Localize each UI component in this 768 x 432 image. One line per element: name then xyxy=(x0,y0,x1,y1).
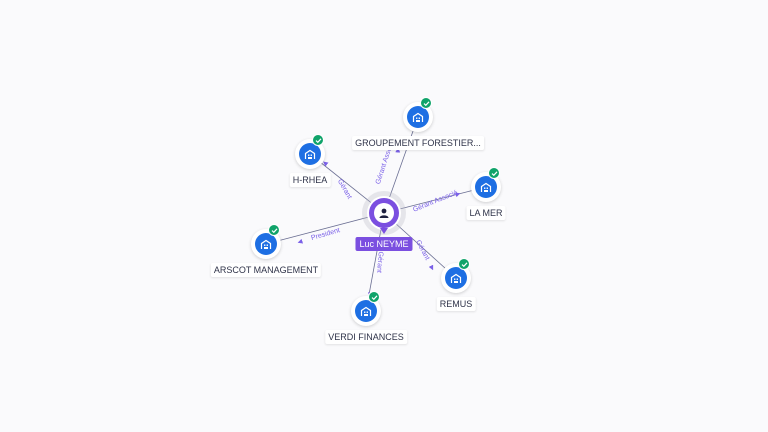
verified-check-icon xyxy=(312,134,324,146)
verified-check-icon xyxy=(268,224,280,236)
company-label[interactable]: ARSCOT MANAGEMENT xyxy=(210,263,322,277)
verified-check-icon xyxy=(420,97,432,109)
company-icon xyxy=(360,306,372,316)
company-node-circle[interactable] xyxy=(471,167,501,202)
person-icon xyxy=(379,208,389,218)
company-icon xyxy=(480,182,492,192)
company-label[interactable]: LA MER xyxy=(466,206,506,220)
company-node-circle[interactable] xyxy=(403,97,433,132)
company-label[interactable]: GROUPEMENT FORESTIER... xyxy=(352,136,484,150)
edge-label-arscot: President xyxy=(310,227,340,242)
company-icon xyxy=(304,149,316,159)
company-node-circle[interactable] xyxy=(251,224,281,259)
company-icon xyxy=(450,273,462,283)
edge-label-verdi: Gérant xyxy=(375,251,384,273)
company-label[interactable]: VERDI FINANCES xyxy=(325,330,407,344)
center-pointer xyxy=(380,228,388,234)
edge-arrow-arscot xyxy=(297,238,304,244)
verified-check-icon xyxy=(488,167,500,179)
center-person-node[interactable] xyxy=(369,198,399,228)
edge-label-lamer: Gérant Associé xyxy=(412,189,459,213)
verified-check-icon xyxy=(368,291,380,303)
edge-label-hrhea: Gérant xyxy=(336,178,353,200)
edge-arscot xyxy=(265,212,385,245)
edge-label-remus: Gérant xyxy=(414,239,430,261)
edge-groupement xyxy=(383,116,419,214)
center-person-label[interactable]: Luc NEYME xyxy=(355,237,413,251)
edge-lamer xyxy=(383,186,487,214)
company-label[interactable]: REMUS xyxy=(436,297,476,311)
company-label[interactable]: H-RHEA xyxy=(289,173,331,187)
company-icon xyxy=(412,112,424,122)
company-node-circle[interactable] xyxy=(441,258,471,293)
edge-arrow-groupement xyxy=(395,147,401,153)
verified-check-icon xyxy=(458,258,470,270)
company-node-circle[interactable] xyxy=(351,291,381,326)
company-icon xyxy=(260,239,272,249)
company-node-circle[interactable] xyxy=(295,134,325,169)
edge-arrow-remus xyxy=(428,264,434,271)
